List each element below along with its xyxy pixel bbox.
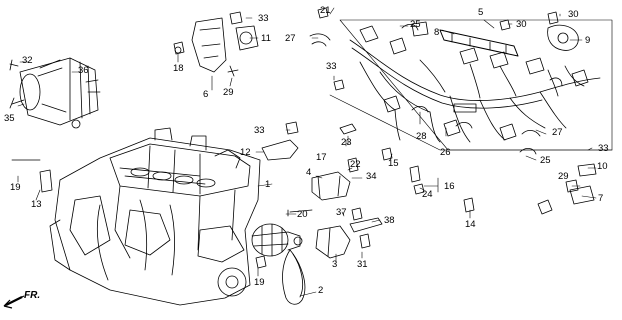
callout-13[interactable]: 13 — [31, 199, 42, 210]
callout-28[interactable]: 28 — [416, 131, 427, 142]
wire-harness-drawing — [309, 19, 613, 155]
callout-35[interactable]: 35 — [4, 113, 15, 124]
callout-5[interactable]: 5 — [478, 7, 484, 18]
callout-29-upper[interactable]: 29 — [223, 87, 234, 98]
callout-25-top[interactable]: 25 — [410, 19, 421, 30]
upper-bracket-drawing — [174, 17, 259, 77]
callout-30-mid[interactable]: 30 — [516, 19, 527, 30]
bracket-drawing — [261, 139, 383, 259]
callout-33-top[interactable]: 33 — [258, 13, 269, 24]
callout-4[interactable]: 4 — [306, 167, 312, 178]
callout-23[interactable]: 23 — [341, 137, 352, 148]
callout-33-right[interactable]: 33 — [598, 143, 609, 154]
front-direction-label: FR. — [24, 290, 41, 301]
callout-38[interactable]: 38 — [384, 215, 395, 226]
callout-6[interactable]: 6 — [203, 89, 209, 100]
callout-24[interactable]: 24 — [422, 189, 433, 200]
callout-19-left[interactable]: 19 — [10, 182, 21, 193]
callout-11[interactable]: 11 — [261, 33, 271, 44]
callout-10[interactable]: 10 — [597, 161, 608, 172]
callout-18[interactable]: 18 — [173, 63, 184, 74]
callout-16[interactable]: 16 — [444, 181, 455, 192]
callout-25-lower[interactable]: 25 — [540, 155, 551, 166]
starter-motor-drawing — [9, 57, 101, 129]
callout-14[interactable]: 14 — [465, 219, 476, 230]
callout-37[interactable]: 37 — [336, 207, 347, 218]
callout-9[interactable]: 9 — [585, 35, 591, 46]
callout-34[interactable]: 34 — [366, 171, 377, 182]
callout-27-right[interactable]: 27 — [552, 127, 563, 138]
callout-33-left[interactable]: 33 — [254, 125, 265, 136]
callout-31[interactable]: 31 — [357, 259, 368, 270]
callout-33-mid[interactable]: 33 — [326, 61, 337, 72]
callout-30-top[interactable]: 30 — [568, 9, 579, 20]
callout-20[interactable]: 20 — [297, 209, 308, 220]
callout-27-left[interactable]: 27 — [285, 33, 296, 44]
callout-8[interactable]: 8 — [434, 27, 440, 38]
callout-19-bottom[interactable]: 19 — [254, 277, 265, 288]
engine-block-drawing — [49, 127, 261, 306]
callout-36[interactable]: 36 — [78, 65, 89, 76]
callout-15[interactable]: 15 — [388, 158, 399, 169]
sensor-drawing — [11, 7, 597, 269]
callout-3[interactable]: 3 — [332, 259, 338, 270]
callout-26[interactable]: 26 — [440, 147, 451, 158]
callout-17[interactable]: 17 — [316, 152, 327, 163]
callout-1[interactable]: 1 — [265, 179, 271, 190]
callout-32[interactable]: 32 — [22, 55, 33, 66]
callout-12[interactable]: 12 — [240, 147, 251, 158]
callout-22[interactable]: 22 — [350, 159, 361, 170]
callout-29-lower[interactable]: 29 — [558, 171, 569, 182]
callout-21[interactable]: 21 — [320, 5, 331, 16]
drive-belt-drawing — [282, 249, 306, 305]
callout-2[interactable]: 2 — [318, 285, 324, 296]
alternator-drawing — [251, 223, 303, 257]
leader-lines — [17, 7, 597, 297]
callout-7[interactable]: 7 — [598, 193, 604, 204]
